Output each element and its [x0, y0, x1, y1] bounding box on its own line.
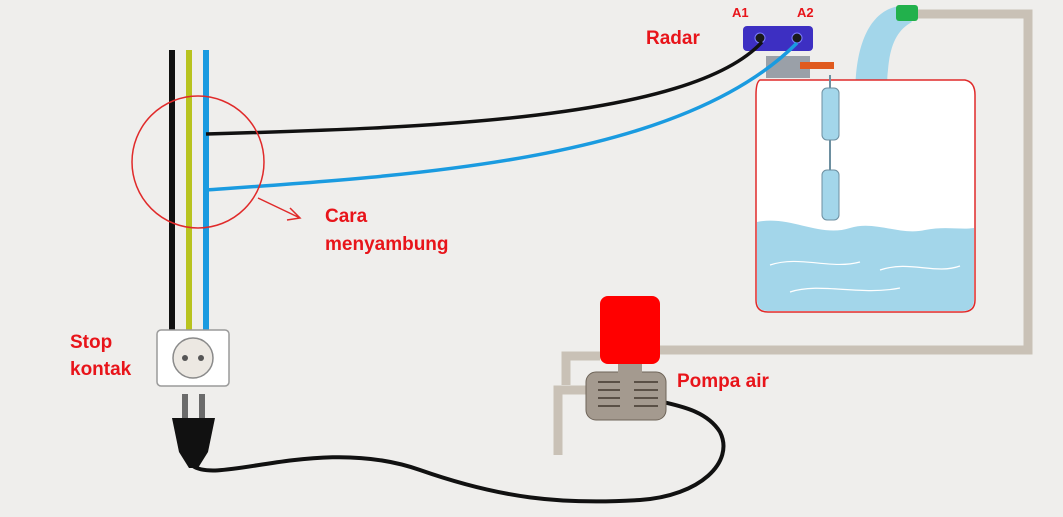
connection-pointer — [257, 197, 302, 221]
socket-hole-left — [182, 355, 188, 361]
pump-label: Pompa air — [677, 371, 769, 392]
nozzle — [896, 5, 918, 21]
pump-neck — [618, 364, 642, 374]
water-ripples — [769, 260, 961, 293]
water-pipe — [660, 9, 1033, 355]
socket-hole-right — [198, 355, 204, 361]
connection-method-line1: Cara — [325, 206, 368, 227]
upper-float — [821, 87, 840, 141]
terminal-a2 — [791, 32, 803, 44]
plug-body — [172, 418, 215, 468]
branch-blue-wire — [205, 41, 799, 192]
terminal-a1-label: A1 — [732, 5, 749, 20]
pump-outlet-pipe — [561, 351, 600, 385]
radar-switch — [743, 26, 813, 51]
pump-body — [585, 371, 667, 421]
connection-method-line2: menyambung — [325, 234, 449, 255]
plug-pin-left — [182, 394, 188, 418]
wall-socket-line2: kontak — [70, 359, 132, 380]
pump-power-cable — [191, 398, 726, 504]
sensor-bracket — [800, 62, 834, 69]
wall-socket-label: Stop kontak — [70, 331, 131, 381]
pump-motor-cap — [600, 296, 660, 364]
wall-socket-line1: Stop — [70, 332, 113, 353]
socket-face — [172, 337, 214, 379]
connection-method-label: Cara menyambung — [325, 205, 449, 256]
branch-black-wire — [205, 40, 764, 136]
radar-label: Radar — [646, 28, 700, 49]
tank-water — [757, 220, 974, 311]
pump-inlet-pipe — [553, 385, 592, 455]
plug-pin-right — [199, 394, 205, 418]
terminal-a1 — [754, 32, 766, 44]
pump-fins — [598, 381, 658, 407]
terminal-a2-label: A2 — [797, 5, 814, 20]
lower-float — [821, 169, 840, 221]
connection-highlight — [131, 95, 265, 229]
